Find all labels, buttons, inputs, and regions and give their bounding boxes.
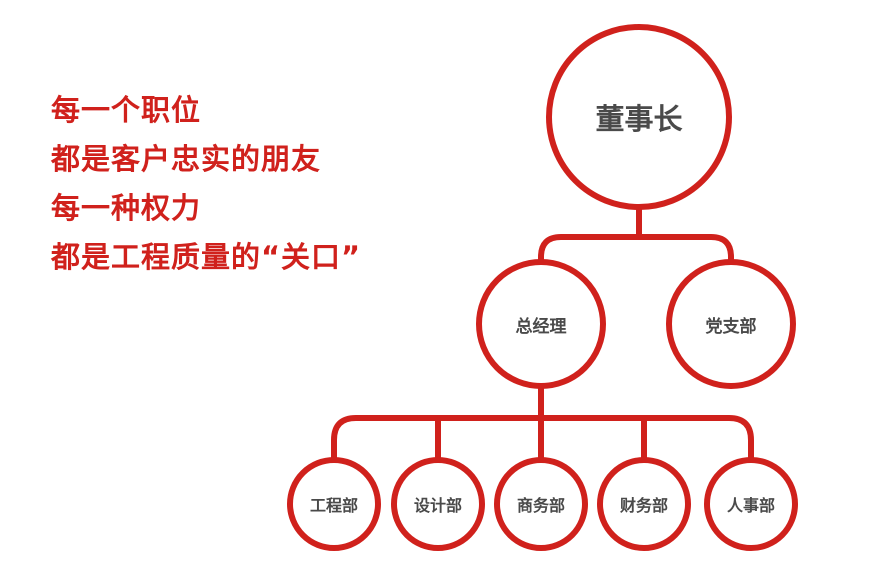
node-label: 董事长 xyxy=(595,102,683,136)
slogan-line-3: 每一种权力 xyxy=(51,191,202,225)
slogan-line-1: 每一个职位 xyxy=(51,93,202,127)
node-label: 党支部 xyxy=(705,316,757,337)
node-label: 财务部 xyxy=(619,496,668,515)
node-label: 总经理 xyxy=(515,316,567,337)
node-chairman: 董事长 xyxy=(546,24,732,210)
slogan-line-2: 都是客户忠实的朋友 xyxy=(51,142,322,176)
node-label: 工程部 xyxy=(309,496,358,515)
connector-level2 xyxy=(538,234,734,262)
node-design: 设计部 xyxy=(391,457,485,551)
node-general-manager: 总经理 xyxy=(476,259,606,389)
node-hr: 人事部 xyxy=(704,457,798,551)
slogan-line-4: 都是工程质量的“关口” xyxy=(51,240,362,274)
node-engineering: 工程部 xyxy=(287,457,381,551)
node-label: 商务部 xyxy=(516,496,565,515)
node-party-branch: 党支部 xyxy=(666,259,796,389)
slogan-text: 每一个职位 都是客户忠实的朋友 每一种权力 都是工程质量的“关口” xyxy=(51,86,361,282)
node-business: 商务部 xyxy=(494,457,588,551)
node-label: 设计部 xyxy=(413,496,462,515)
node-label: 人事部 xyxy=(726,496,775,515)
node-finance: 财务部 xyxy=(597,457,691,551)
